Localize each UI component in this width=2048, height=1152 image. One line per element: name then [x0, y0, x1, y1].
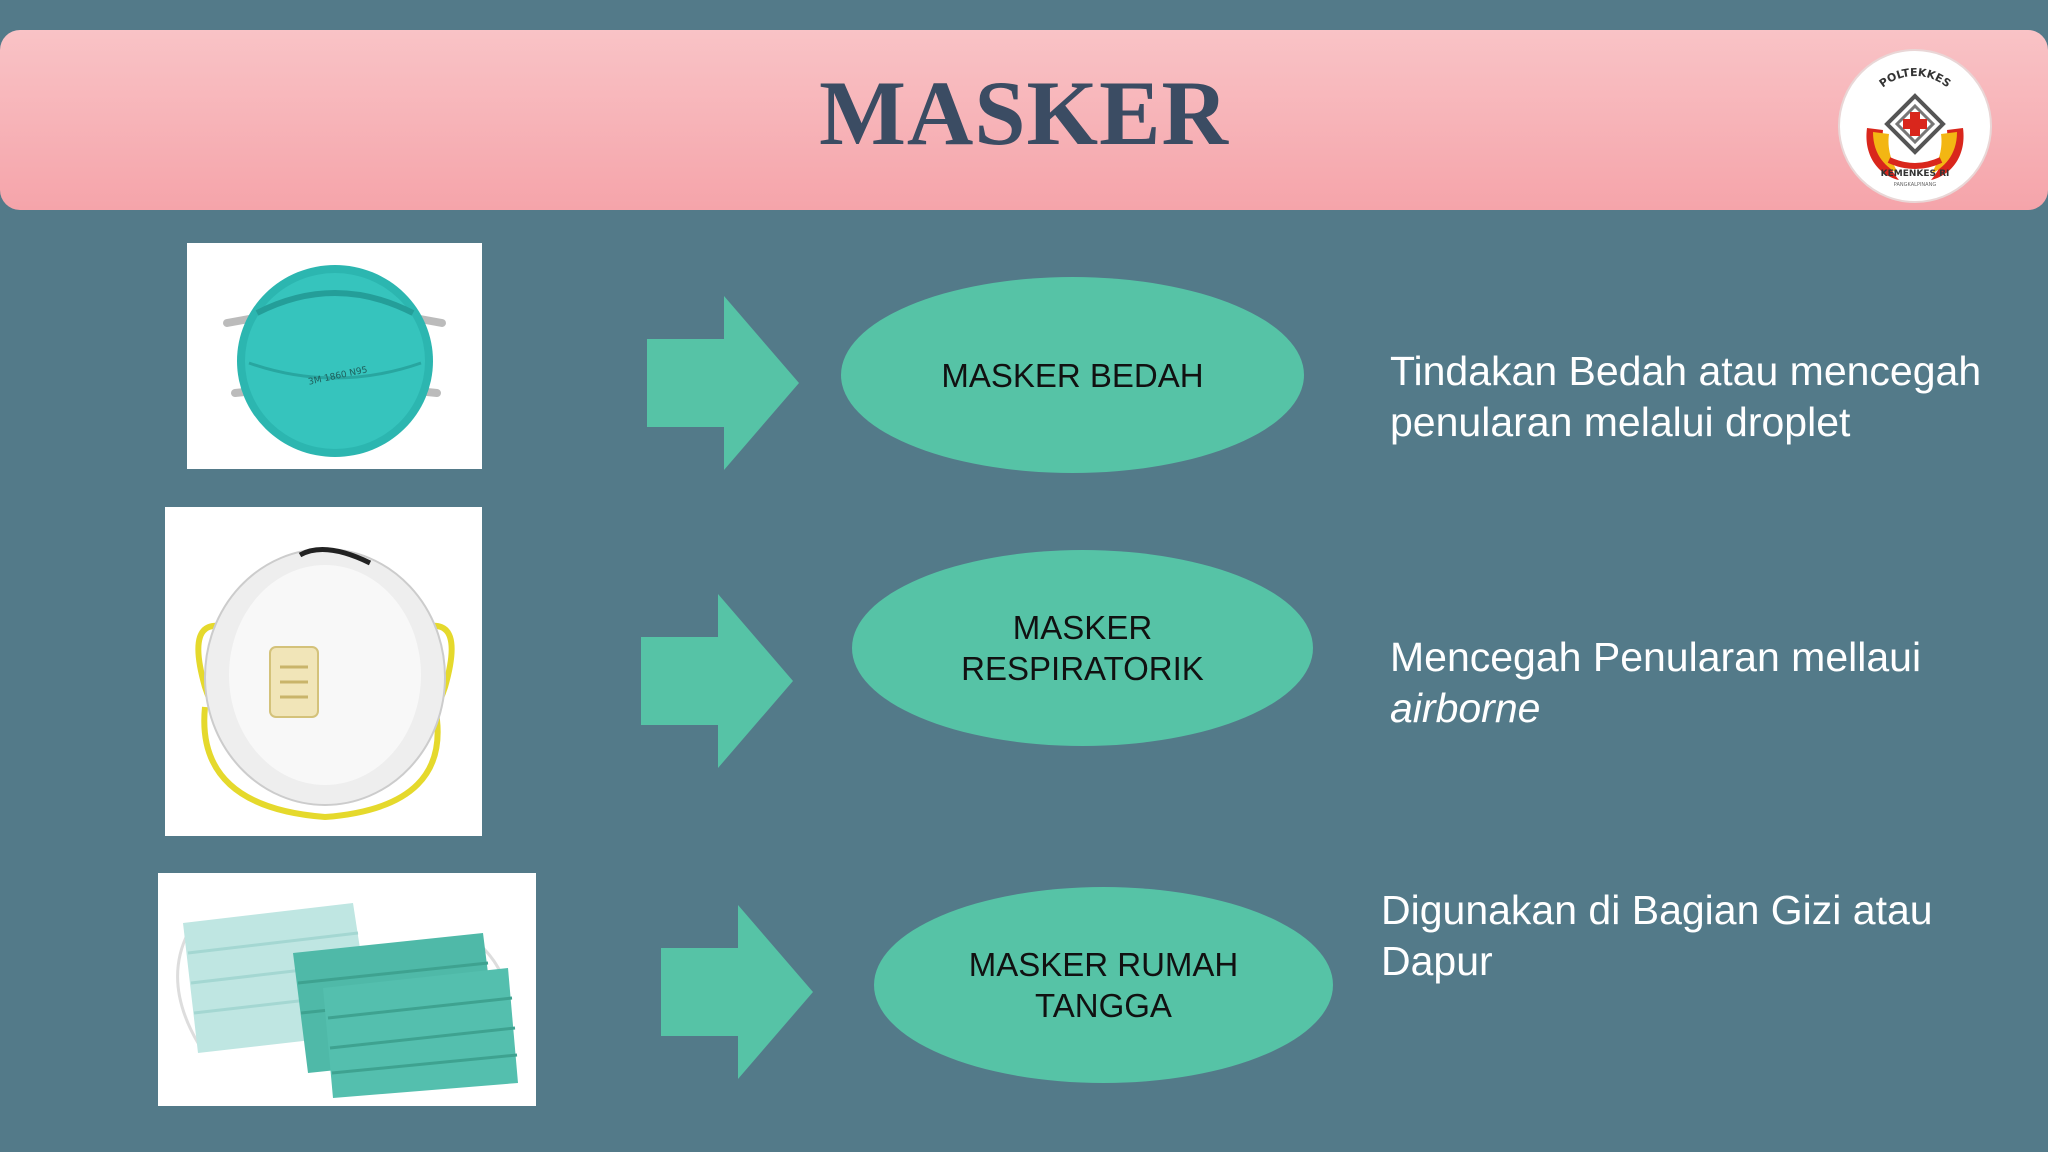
- respirator-valve-mask-icon: [195, 547, 455, 821]
- arrow-right-icon: [641, 594, 793, 768]
- description-text: Mencegah Penularan mellaui: [1390, 634, 1922, 680]
- mask-type-ellipse-3: MASKER RUMAH TANGGA: [874, 887, 1333, 1083]
- mask-photo-1: 3M 1860 N95: [187, 243, 482, 469]
- mask-photo-3: [158, 873, 536, 1106]
- mask-type-label: MASKER RESPIRATORIK: [961, 609, 1204, 687]
- mask-type-ellipse-2: MASKER RESPIRATORIK: [852, 550, 1313, 746]
- description-text: Digunakan di Bagian Gizi atau Dapur: [1381, 887, 1933, 984]
- mask-type-label: MASKER RUMAH TANGGA: [968, 946, 1239, 1024]
- description-italic-text: airborne: [1390, 685, 1541, 731]
- slide-title: MASKER: [819, 62, 1229, 164]
- mask-description-3: Digunakan di Bagian Gizi atau Dapur: [1381, 885, 2001, 987]
- mask-type-label: MASKER BEDAH: [941, 356, 1204, 394]
- poltekkes-logo: POLTEKKES KEMENKES RI PANGKALPINANG: [1838, 49, 1992, 203]
- arrow-right-icon: [647, 296, 799, 470]
- svg-text:KEMENKES RI: KEMENKES RI: [1881, 169, 1950, 179]
- svg-text:PANGKALPINANG: PANGKALPINANG: [1894, 182, 1937, 188]
- mask-description-2: Mencegah Penularan mellaui airborne: [1390, 632, 2010, 734]
- surgical-pleated-mask-icon: [176, 903, 518, 1098]
- mask-photo-2: [165, 507, 482, 836]
- mask-type-ellipse-1: MASKER BEDAH: [841, 277, 1304, 473]
- description-text: Tindakan Bedah atau mencegah penularan m…: [1390, 348, 1982, 445]
- n95-cup-mask-icon: 3M 1860 N95: [223, 265, 446, 457]
- title-banner: [0, 30, 2048, 210]
- arrow-right-icon: [661, 905, 813, 1079]
- mask-description-1: Tindakan Bedah atau mencegah penularan m…: [1390, 346, 1990, 448]
